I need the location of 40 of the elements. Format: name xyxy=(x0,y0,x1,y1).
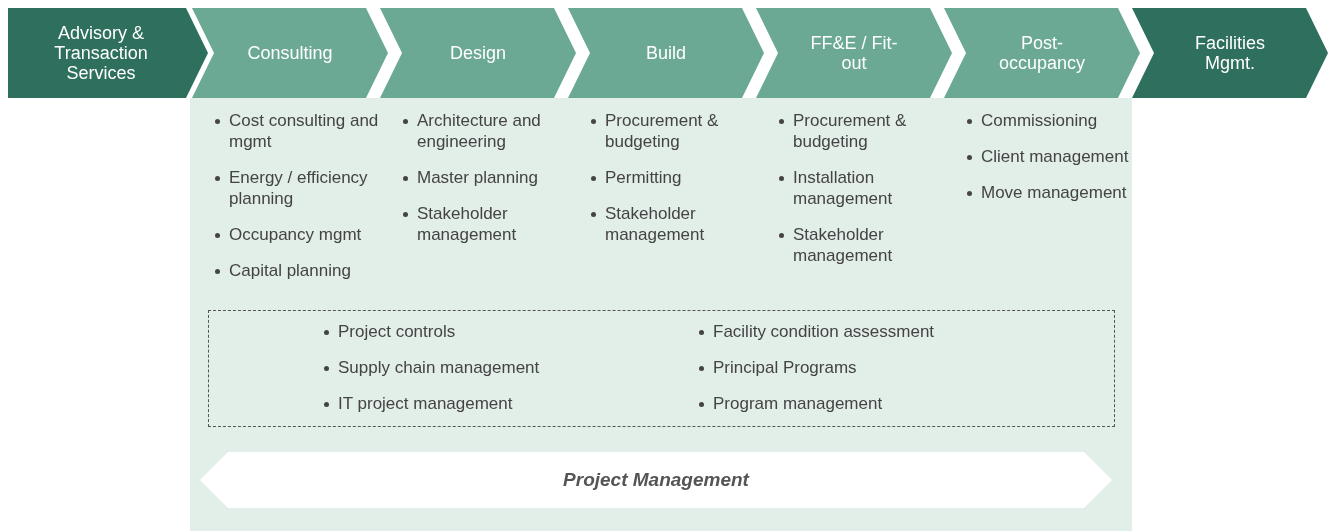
bullet-item: Program management xyxy=(713,394,883,413)
bullet-item: IT project management xyxy=(338,394,513,413)
step-label: Facilities Mgmt. xyxy=(1194,33,1266,73)
bullet-item: Permitting xyxy=(605,168,682,187)
step-label: Consulting xyxy=(247,43,333,63)
bullet-item: Installation management xyxy=(793,168,893,208)
chevron-step xyxy=(1132,8,1328,98)
bullet-item: Master planning xyxy=(417,168,538,187)
chevron-step xyxy=(192,8,388,98)
bullet-item: Stakeholder management xyxy=(417,204,517,244)
bullet-item: Energy / efficiency planning xyxy=(229,168,368,208)
bullet-item: Facility condition assessment xyxy=(713,322,935,341)
dashed-box xyxy=(208,310,1115,427)
bullet-item: Cost consulting and mgmt xyxy=(229,111,379,151)
bullet-item: Architecture and engineering xyxy=(417,111,541,151)
chevron-step xyxy=(380,8,576,98)
bullet-item: Principal Programs xyxy=(713,358,857,377)
chevron-step xyxy=(944,8,1140,98)
band-label: Project Management xyxy=(562,469,751,491)
step-label: Post-occupancy xyxy=(997,33,1087,73)
chevron-step xyxy=(756,8,952,98)
step-label: Design xyxy=(450,43,506,63)
step-label: FF&E / Fit-out xyxy=(809,33,899,73)
double-arrow-band xyxy=(200,452,1112,508)
chevron-step xyxy=(8,8,208,98)
bullet-item: Move management xyxy=(981,183,1127,202)
bullet-item: Stakeholder management xyxy=(605,204,705,244)
bullet-item: Occupancy mgmt xyxy=(229,225,362,244)
bullet-item: Stakeholder management xyxy=(793,225,893,265)
bullet-item: Client management xyxy=(981,147,1129,166)
bullet-item: Procurement & budgeting xyxy=(793,111,907,151)
step-label: Build xyxy=(646,43,686,63)
bullet-item: Capital planning xyxy=(229,261,351,280)
bullet-item: Procurement & budgeting xyxy=(605,111,719,151)
panel-background xyxy=(190,98,1132,531)
bullet-item: Commissioning xyxy=(981,111,1098,130)
chevron-step xyxy=(568,8,764,98)
step-label: Advisory & Transaction Services xyxy=(53,23,149,83)
bullet-item: Project controls xyxy=(338,322,456,341)
bullet-item: Supply chain management xyxy=(338,358,540,377)
